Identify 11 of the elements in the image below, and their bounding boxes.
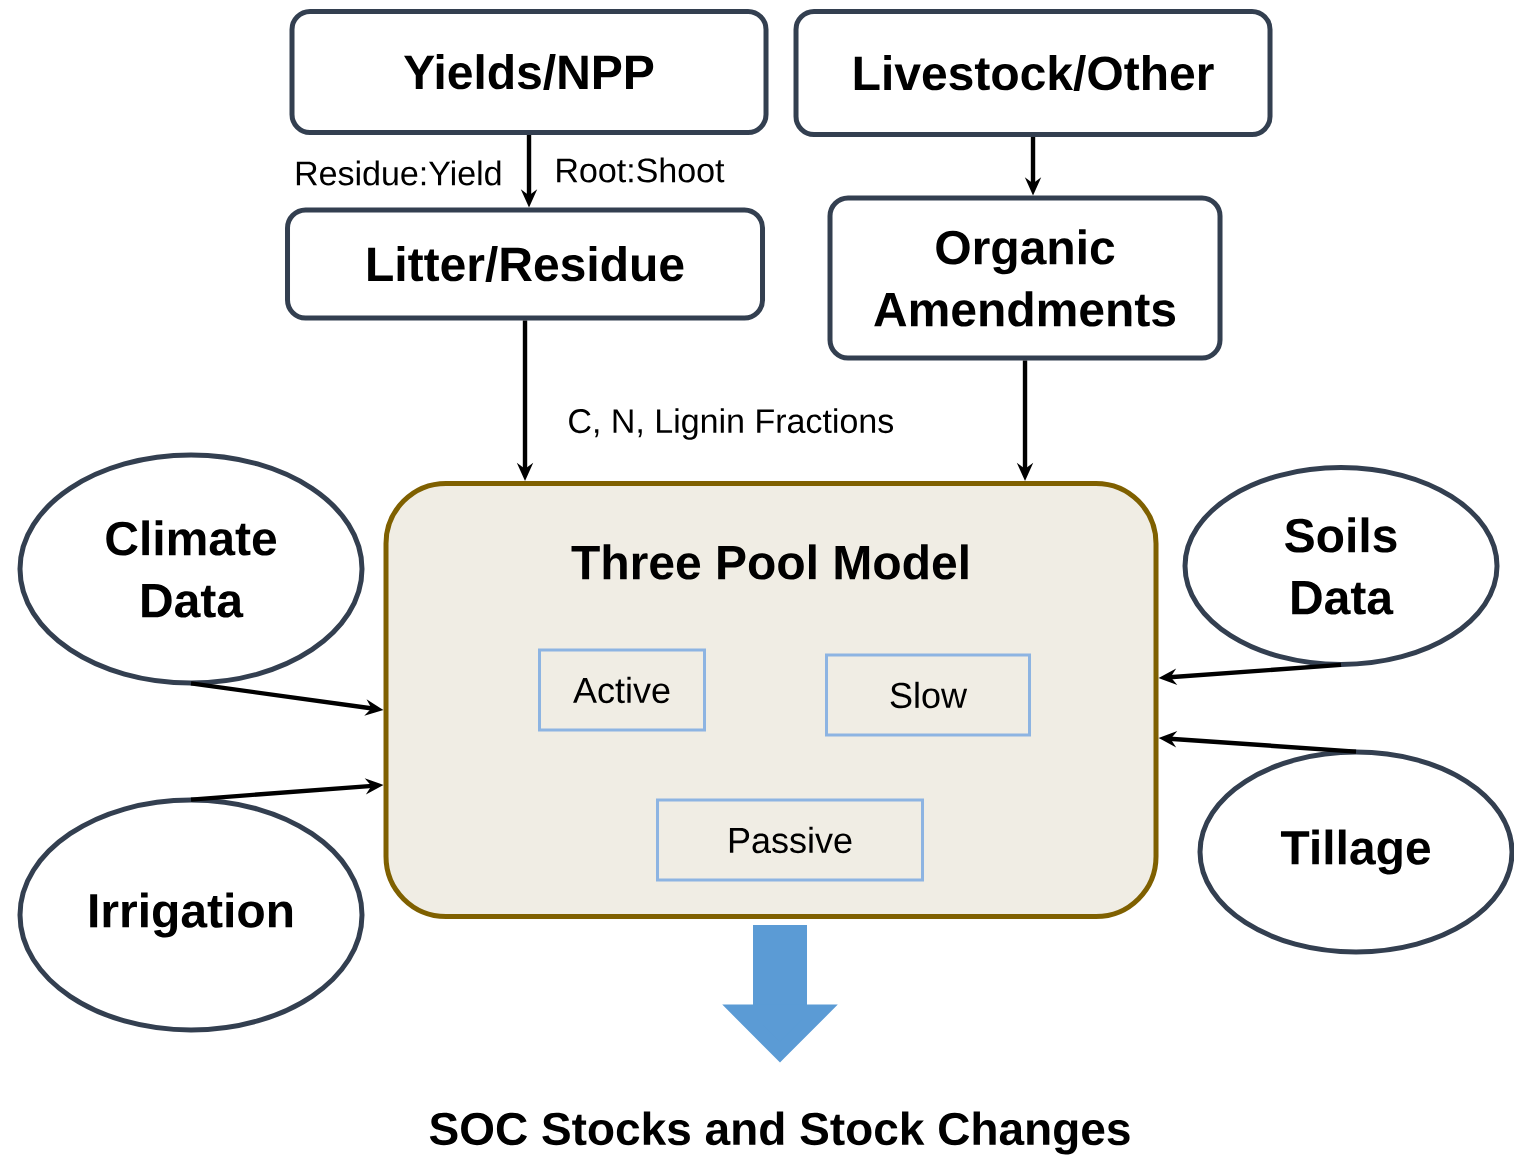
output-label: SOC Stocks and Stock Changes [429, 1111, 1130, 1155]
process-box: Litter/Residue [285, 207, 765, 321]
edge-label: C, N, Lignin Fractions [565, 406, 897, 442]
process-box: Yields/NPP [289, 9, 769, 135]
pool-box: Active [538, 648, 706, 732]
ratio-label: Residue:Yield [296, 160, 501, 186]
pool-box: Slow [825, 653, 1031, 737]
pool-box: Passive [656, 798, 924, 882]
process-box: Organic Amendments [827, 195, 1223, 361]
ratio-label: Root:Shoot [557, 157, 725, 183]
process-box: Livestock/Other [793, 9, 1273, 137]
